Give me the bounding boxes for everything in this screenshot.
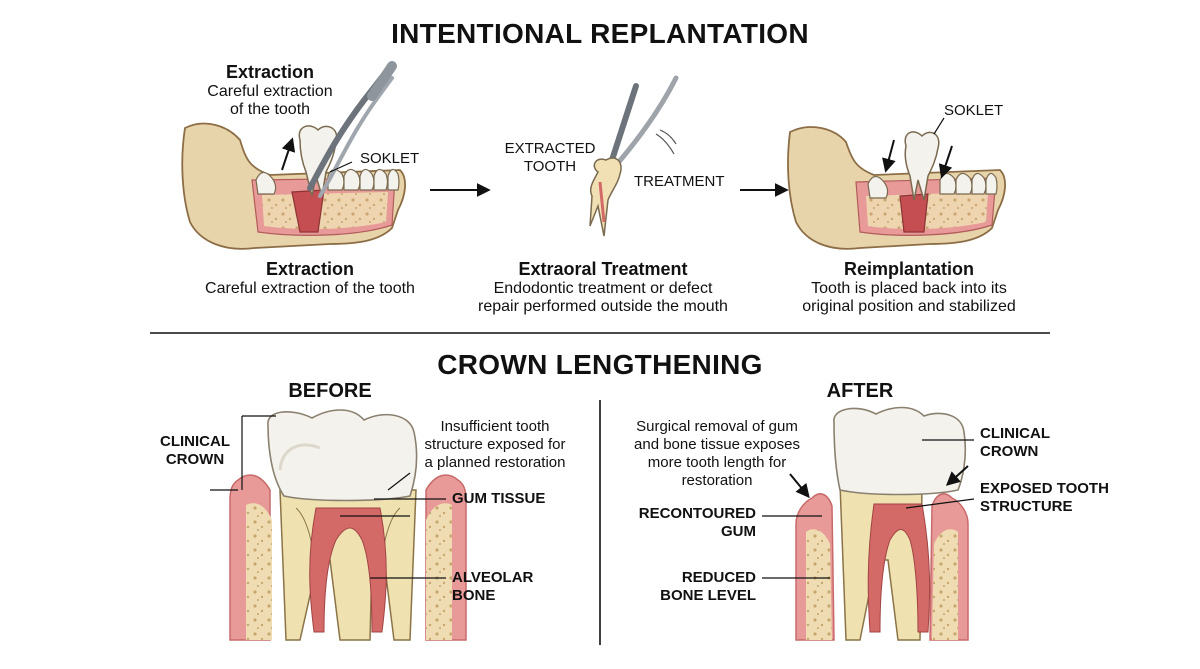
step-reimplantation-desc-1: Tooth is placed back into its xyxy=(811,280,1007,297)
step-reimplantation-heading: Reimplantation xyxy=(843,259,974,279)
exposed-tooth-2: STRUCTURE xyxy=(980,498,1073,515)
replantation-title: INTENTIONAL REPLANTATION xyxy=(391,18,809,49)
step-extraction: Extraction Careful extraction of the too… xyxy=(160,259,460,298)
gum-tissue-label: GUM TISSUE xyxy=(452,490,546,507)
step1-top-caption: Extraction Careful extraction of the too… xyxy=(170,62,370,119)
alveolar-bone-label: ALVEOLAR BONE xyxy=(452,569,533,605)
before-clinical-crown-1: CLINICAL xyxy=(160,433,230,450)
extracted-tooth-label-2: TOOTH xyxy=(523,158,577,175)
recontoured-gum-2: GUM xyxy=(721,523,756,540)
reduced-bone-1: REDUCED xyxy=(681,569,756,586)
treatment-label: TREATMENT xyxy=(634,173,725,190)
step-reimplantation-desc-2: original position and stabilized xyxy=(802,298,1016,315)
step1-top-desc-2: of the tooth xyxy=(229,101,311,118)
step1-top-heading: Extraction xyxy=(225,62,315,82)
alveolar-bone-2: BONE xyxy=(452,587,496,604)
jaw-extraction xyxy=(181,61,406,250)
socket-label-1: SOKLET xyxy=(360,150,420,167)
recontoured-gum-1: RECONTOURED xyxy=(638,505,756,522)
before-tooth-illustration xyxy=(210,409,467,641)
before-note-2: structure exposed for xyxy=(424,436,566,453)
after-clinical-crown-1: CLINICAL xyxy=(980,425,1050,442)
step-extraoral-treatment: Extraoral Treatment Endodontic treatment… xyxy=(450,259,756,316)
after-note-1: Surgical removal of gum xyxy=(636,418,798,435)
step-extraoral-desc-1: Endodontic treatment or defect xyxy=(493,280,713,297)
reduced-bone-2: BONE LEVEL xyxy=(660,587,756,604)
recontoured-gum-label: RECONTOURED GUM xyxy=(610,505,756,541)
alveolar-bone-1: ALVEOLAR xyxy=(452,569,534,586)
before-note: Insufficient tooth structure exposed for… xyxy=(400,418,590,472)
before-note-1: Insufficient tooth xyxy=(440,418,550,435)
after-note-2: and bone tissue exposes xyxy=(634,436,800,453)
before-clinical-crown-label: CLINICAL CROWN xyxy=(150,433,240,469)
before-note-3: a planned restoration xyxy=(424,454,566,471)
exposed-tooth-structure-label: EXPOSED TOOTH STRUCTURE xyxy=(980,480,1109,516)
extracted-tooth-illustration xyxy=(589,75,679,237)
after-note-4: restoration xyxy=(681,472,753,489)
extracted-tooth-label-1: EXTRACTED xyxy=(504,140,596,157)
step-reimplantation: Reimplantation Tooth is placed back into… xyxy=(760,259,1058,316)
step-extraoral-desc-2: repair performed outside the mouth xyxy=(478,298,728,315)
extracted-tooth-label: EXTRACTED TOOTH xyxy=(500,140,600,176)
after-tooth-illustration xyxy=(762,406,975,641)
jaw-reimplantation xyxy=(787,117,1006,250)
step-extraction-desc-1: Careful extraction of the tooth xyxy=(205,280,415,297)
after-note-3: more tooth length for xyxy=(647,454,787,471)
step1-top-desc-1: Careful extraction xyxy=(207,83,333,100)
socket-label-2: SOKLET xyxy=(944,102,1004,119)
after-clinical-crown-2: CROWN xyxy=(980,443,1039,460)
crown-title: CROWN LENGTHENING xyxy=(437,349,763,380)
reduced-bone-level-label: REDUCED BONE LEVEL xyxy=(610,569,756,605)
step-extraoral-heading: Extraoral Treatment xyxy=(518,259,688,279)
after-heading: AFTER xyxy=(826,380,894,402)
before-heading: BEFORE xyxy=(288,380,372,402)
after-clinical-crown-label: CLINICAL CROWN xyxy=(980,425,1050,461)
before-clinical-crown-2: CROWN xyxy=(165,451,225,468)
after-note: Surgical removal of gum and bone tissue … xyxy=(612,418,822,490)
exposed-tooth-1: EXPOSED TOOTH xyxy=(980,480,1109,497)
step-extraction-heading: Extraction xyxy=(265,259,355,279)
